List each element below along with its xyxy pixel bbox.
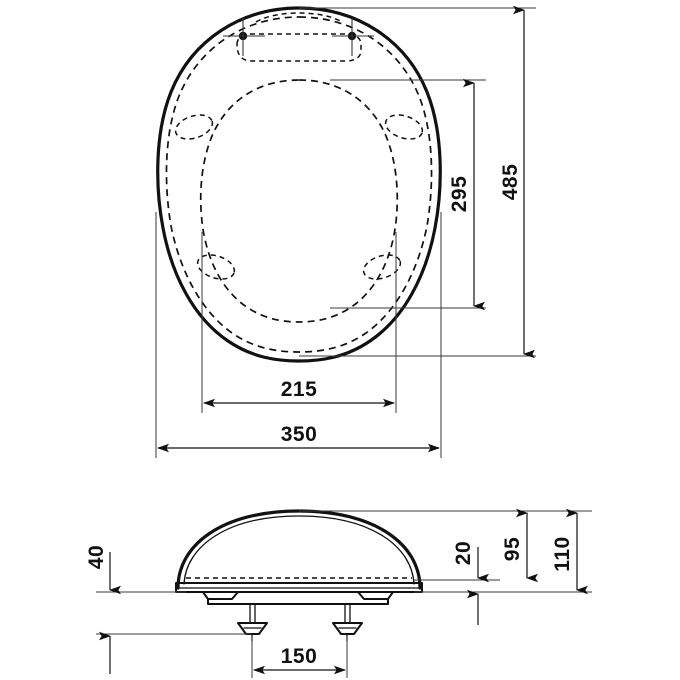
dimension-label-485: 485 <box>499 164 522 201</box>
hinge-hole-right <box>332 18 374 56</box>
hinge-bracket-hidden-outline <box>236 33 362 62</box>
bumper-pad-upper-right <box>384 114 424 140</box>
bumper-pad-lower-left <box>196 254 236 280</box>
dimension-40: 40 <box>85 545 121 674</box>
plan-view: 485 295 215 350 <box>155 5 536 458</box>
bumper-pad-upper-left <box>174 114 214 140</box>
dimension-label-150: 150 <box>281 645 318 668</box>
lid-outer-outline <box>156 6 442 363</box>
dimension-350: 350 <box>157 423 440 453</box>
seat-underside-skirt-right <box>357 591 394 600</box>
dimension-label-110: 110 <box>551 536 574 571</box>
seat-underside-skirt <box>202 591 239 600</box>
fixing-bolt-left <box>237 603 268 642</box>
hinge-bracket-inner-hidden <box>255 12 343 23</box>
seat-opening-hidden-outline <box>199 79 399 323</box>
dimension-label-215: 215 <box>281 378 318 401</box>
bumper-pad-lower-right <box>362 254 402 280</box>
dimension-95: 95 <box>501 508 538 583</box>
dimension-label-350: 350 <box>281 423 318 446</box>
dimension-150: 150 <box>253 645 346 675</box>
seat-underside-rail <box>207 598 389 605</box>
dimension-label-295: 295 <box>448 176 471 213</box>
dimension-label-40: 40 <box>85 545 108 569</box>
side-elevation-view: 40 20 95 110 150 <box>85 508 592 678</box>
dimension-20: 20 <box>452 541 489 625</box>
lid-dome-inner-line <box>183 515 415 585</box>
dimension-215: 215 <box>203 378 395 408</box>
fixing-bolt-right <box>332 603 363 642</box>
dimension-485: 485 <box>499 5 535 359</box>
lid-dome-outline <box>176 509 422 590</box>
dimension-label-95: 95 <box>501 537 524 561</box>
hinge-hole-left <box>223 18 265 56</box>
dimension-110: 110 <box>551 508 588 595</box>
dimension-295: 295 <box>448 78 485 311</box>
seat-outer-hidden-outline <box>165 16 433 353</box>
dimension-label-20: 20 <box>452 541 475 565</box>
